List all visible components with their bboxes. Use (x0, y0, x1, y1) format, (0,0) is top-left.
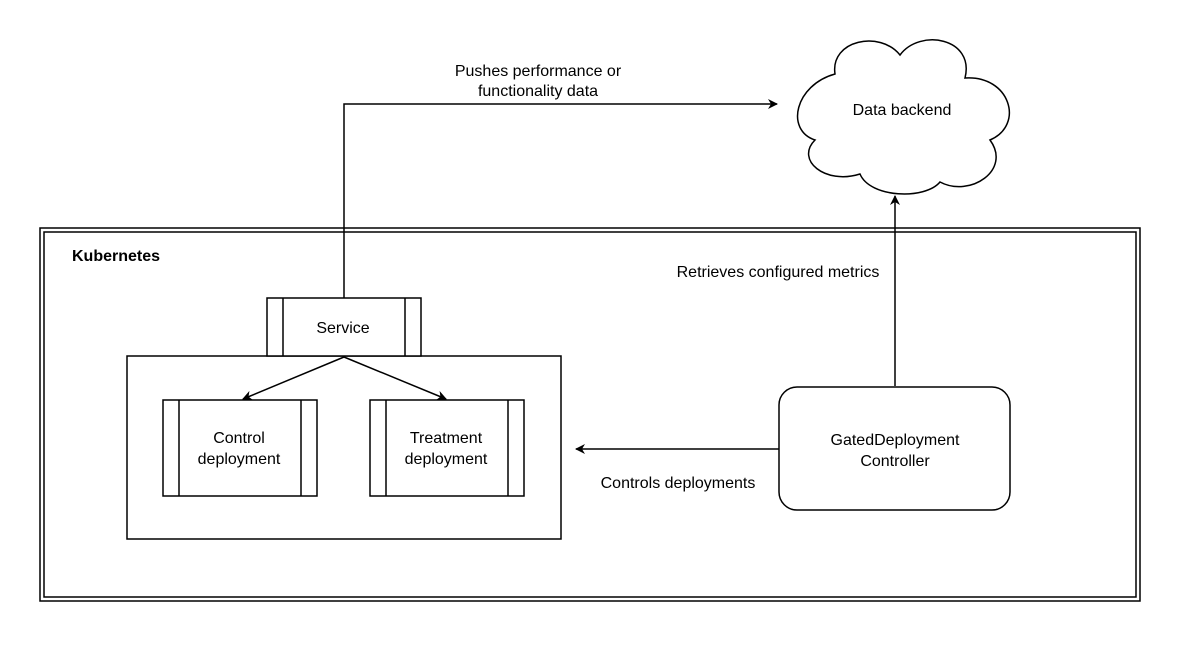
controller-label-line-2: Controller (860, 453, 930, 470)
edge-controls-deployments: Controls deployments (575, 444, 779, 492)
push-data-arrow (343, 99, 778, 298)
push-data-label-line-2: functionality data (478, 83, 598, 100)
service-label: Service (316, 320, 369, 337)
controller-node: GatedDeployment Controller (778, 386, 1011, 511)
cluster-outer-border (39, 227, 1141, 602)
treatment-label-line-2: deployment (405, 451, 488, 468)
control-label-line-1: Control (213, 430, 265, 447)
cloud-icon (796, 39, 1010, 195)
control-deployment-node: Control deployment (162, 399, 318, 497)
cluster-inner-border (43, 231, 1137, 598)
treatment-label-line-1: Treatment (410, 430, 483, 447)
service-to-treatment-arrow (343, 356, 447, 401)
controls-deployments-label: Controls deployments (601, 475, 756, 492)
treatment-deployment-node: Treatment deployment (369, 399, 525, 497)
service-to-control-arrow (242, 356, 345, 401)
controller-label-line-1: GatedDeployment (831, 432, 961, 449)
treatment-deployment-box (369, 399, 525, 497)
edge-push-data: Pushes performance or functionality data (343, 63, 778, 298)
data-backend-node: Data backend (796, 39, 1010, 195)
control-deployment-box (162, 399, 318, 497)
service-node: Service (266, 297, 422, 357)
push-data-label-line-1: Pushes performance or (455, 63, 622, 80)
kubernetes-cluster: Kubernetes (39, 227, 1141, 602)
control-label-line-2: deployment (198, 451, 281, 468)
retrieve-metrics-label: Retrieves configured metrics (677, 264, 880, 281)
cluster-label: Kubernetes (72, 248, 160, 265)
data-backend-label: Data backend (853, 102, 952, 119)
service-box (266, 297, 422, 357)
controller-box (778, 386, 1011, 511)
edge-retrieve-metrics: Retrieves configured metrics (677, 195, 900, 386)
